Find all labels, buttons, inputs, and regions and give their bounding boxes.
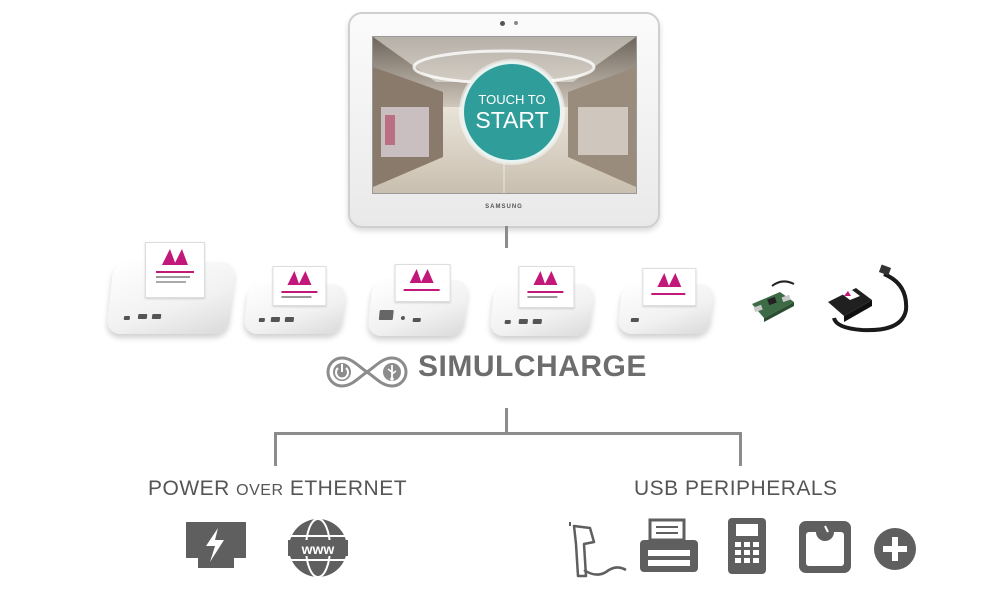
lava-logo-icon (657, 273, 682, 287)
branch-horizontal-line (274, 432, 742, 435)
usb-port (270, 317, 281, 322)
scale-icon (799, 521, 851, 573)
device-label (642, 268, 697, 306)
tablet-connector-line (505, 226, 508, 248)
device-label (144, 242, 205, 298)
touch-line-1: TOUCH TO (478, 92, 546, 107)
ethernet-port-icon (186, 522, 246, 568)
device-label (272, 266, 327, 306)
usb-port (137, 314, 148, 319)
circuit-board (752, 280, 795, 322)
lava-logo-icon (533, 271, 558, 285)
usb-peripherals-title: USB PERIPHERALS (634, 477, 838, 500)
branch-left-line (274, 432, 277, 466)
title-part-over: OVER (236, 482, 284, 499)
receipt-printer-icon (640, 518, 698, 572)
lava-logo-icon (161, 249, 188, 265)
branch-right-line (739, 432, 742, 466)
usb-port (504, 320, 511, 324)
usb-port (630, 318, 640, 322)
usb-port (532, 319, 543, 324)
device-label (394, 264, 451, 302)
svg-text:www: www (301, 541, 335, 557)
logo-connector-line (505, 408, 508, 434)
usb-hub-three-port (489, 266, 595, 336)
usb-adapter-single (617, 268, 715, 334)
ethernet-port (378, 310, 394, 320)
title-part-ethernet: ETHERNET (283, 477, 408, 500)
device-label (518, 266, 575, 308)
status-light (400, 316, 406, 320)
usb-hub-large (106, 242, 236, 334)
cable-adapter (828, 264, 909, 333)
ethernet-hub (367, 264, 469, 336)
payment-terminal-icon (728, 518, 766, 574)
power-over-ethernet-title: POWER OVER ETHERNET (148, 477, 407, 501)
simulcharge-logo-mark (326, 356, 408, 388)
usb-port (258, 318, 266, 322)
touch-to-start-button[interactable]: TOUCH TO START (461, 61, 563, 163)
usb-port (284, 317, 295, 322)
usb-hub-two-port (243, 266, 347, 334)
tablet-screen: TOUCH TO START (372, 36, 637, 194)
usb-port (151, 314, 162, 319)
usb-port (123, 316, 131, 320)
tablet: TOUCH TO START SAMSUNG (348, 12, 660, 228)
barcode-scanner-icon (569, 522, 627, 578)
usb-port (518, 319, 529, 324)
www-globe-icon: www (288, 518, 348, 578)
lava-logo-icon (287, 271, 312, 285)
tablet-camera (500, 21, 505, 26)
simulcharge-logo-text: SIMULCHARGE (418, 350, 647, 383)
lava-logo-icon (409, 269, 434, 283)
mall-background-image (373, 37, 636, 193)
title-part-power: POWER (148, 477, 237, 500)
tablet-sensor (514, 21, 518, 25)
power-icon (333, 363, 351, 381)
touch-line-2: START (475, 107, 549, 133)
tablet-brand: SAMSUNG (485, 204, 523, 210)
plus-icon (874, 528, 916, 570)
usb-icon (383, 363, 401, 381)
power-port (412, 318, 421, 322)
